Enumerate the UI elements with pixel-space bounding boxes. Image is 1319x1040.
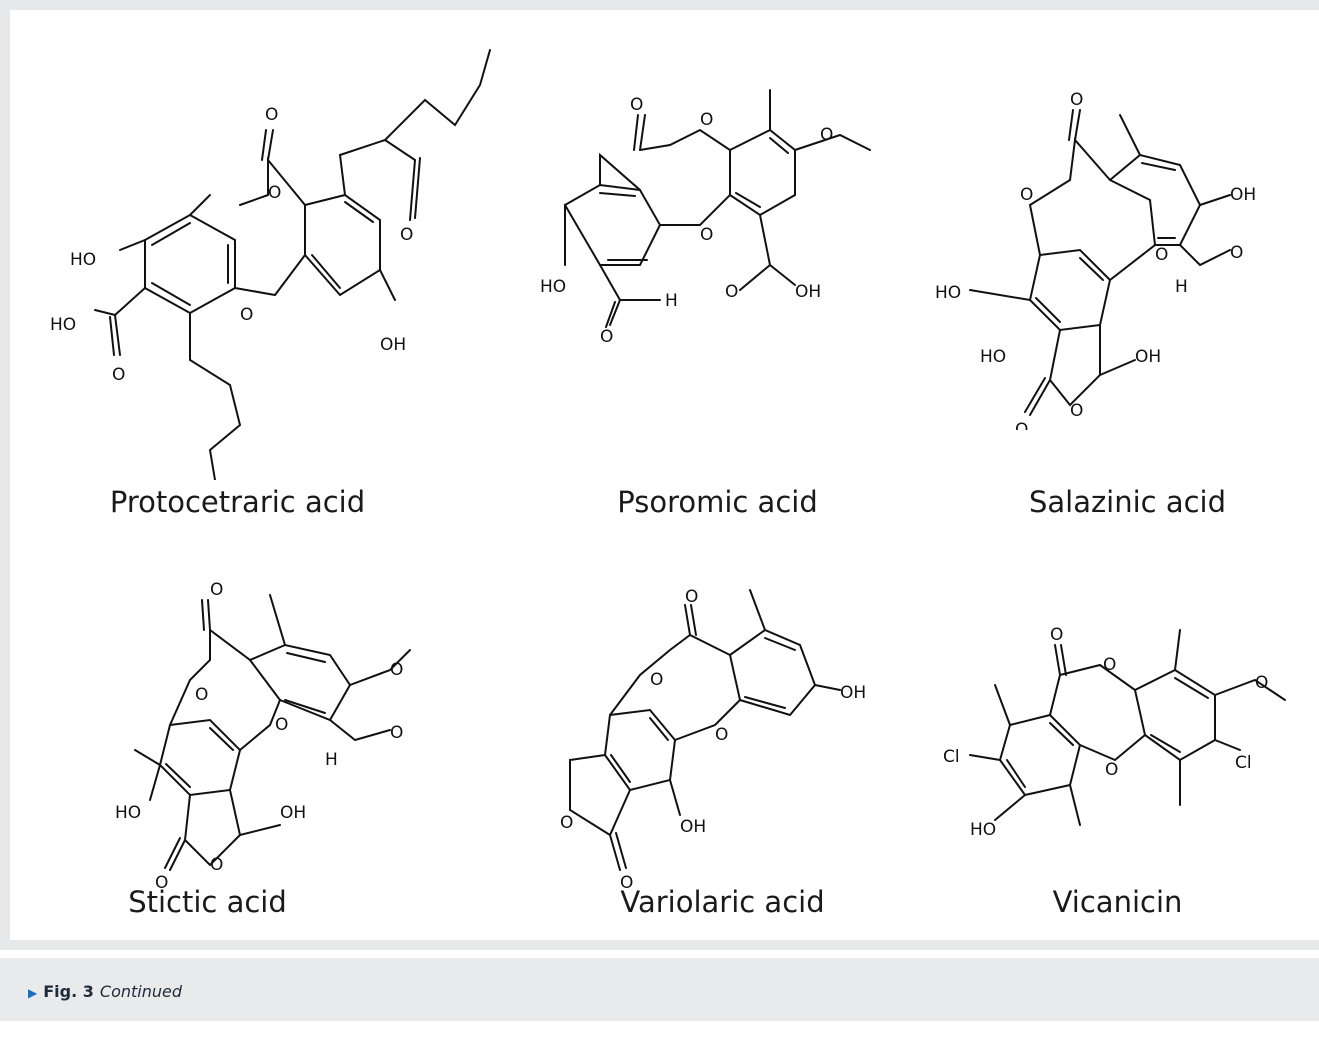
compound-label: Protocetraric acid bbox=[109, 485, 366, 519]
atom-o: O bbox=[620, 873, 633, 890]
atom-h: H bbox=[1175, 277, 1188, 297]
atom-ho: HO bbox=[935, 283, 961, 303]
atom-o: O bbox=[725, 282, 738, 302]
atom-o: O bbox=[1155, 245, 1168, 265]
panel-salazinic-acid: O O O OH O H HO HO OH O O Salazinic acid bbox=[930, 30, 1319, 519]
atom-o: O bbox=[390, 660, 403, 680]
atom-o: O bbox=[1105, 760, 1118, 780]
atom-o: O bbox=[685, 587, 698, 607]
panel-vicanicin: O O O O Cl Cl HO Vicanicin bbox=[925, 610, 1319, 1040]
structure-stictic-acid: O O O O O H HO OH O O bbox=[115, 580, 411, 890]
atom-o: O bbox=[1255, 673, 1268, 693]
compound-label: Stictic acid bbox=[128, 885, 287, 919]
caption-bar: ▶ Fig. 3 Continued bbox=[0, 958, 1319, 1021]
atom-o: O bbox=[600, 327, 613, 347]
atom-o: O bbox=[400, 225, 413, 245]
atom-o: O bbox=[1015, 420, 1028, 430]
atom-o: O bbox=[275, 715, 288, 735]
atom-o: O bbox=[265, 105, 278, 125]
structure-variolaric-acid: O O O OH O OH O bbox=[560, 587, 866, 890]
atom-o: O bbox=[268, 183, 281, 203]
atom-cl: Cl bbox=[943, 747, 960, 767]
atom-o: O bbox=[820, 125, 833, 145]
atom-o: O bbox=[155, 873, 168, 890]
atom-o: O bbox=[650, 670, 663, 690]
atom-o: O bbox=[1070, 401, 1083, 421]
atom-o: O bbox=[112, 365, 125, 385]
compound-label: Variolaric acid bbox=[620, 885, 825, 919]
atom-oh: OH bbox=[380, 335, 406, 355]
structure-psoromic-acid: O O O O HO H O O OH bbox=[540, 89, 871, 347]
panel-psoromic-acid: O O O O HO H O O OH Psoromic acid bbox=[520, 30, 915, 519]
caption-text: Continued bbox=[99, 982, 182, 1001]
compound-label: Salazinic acid bbox=[1028, 485, 1227, 519]
atom-ho: HO bbox=[970, 820, 996, 840]
atom-o: O bbox=[1230, 243, 1243, 263]
atom-o: O bbox=[715, 725, 728, 745]
panel-variolaric-acid: O O O OH O OH O Variolaric acid bbox=[540, 580, 935, 1010]
atom-ho: HO bbox=[540, 277, 566, 297]
atom-o: O bbox=[1020, 185, 1033, 205]
figure-frame: O O O O HO OH HO O Protocetraric acid bbox=[0, 0, 1319, 950]
panel-protocetraric-acid: O O O O HO OH HO O Protocetraric acid bbox=[40, 30, 491, 519]
caption-arrow-icon: ▶ bbox=[28, 986, 38, 1000]
compound-label: Vicanicin bbox=[1052, 885, 1183, 919]
atom-o: O bbox=[700, 110, 713, 130]
atom-o: O bbox=[210, 580, 223, 600]
atom-oh: OH bbox=[1230, 185, 1256, 205]
figure-number: Fig. 3 bbox=[43, 982, 94, 1001]
atom-o: O bbox=[195, 685, 208, 705]
atom-o: O bbox=[210, 855, 223, 875]
atom-o: O bbox=[390, 723, 403, 743]
figure-canvas: O O O O HO OH HO O Protocetraric acid bbox=[10, 10, 1319, 940]
atom-ho: HO bbox=[50, 315, 76, 335]
structure-protocetraric-acid: O O O O HO OH HO O bbox=[50, 49, 491, 480]
structure-salazinic-acid: O O O OH O H HO HO OH O O bbox=[935, 90, 1256, 430]
atom-o: O bbox=[560, 813, 573, 833]
atom-ho: HO bbox=[115, 803, 141, 823]
atom-ho: HO bbox=[70, 250, 96, 270]
figure-caption: ▶ Fig. 3 Continued bbox=[28, 982, 182, 1001]
atom-o: O bbox=[1050, 625, 1063, 645]
atom-cl: Cl bbox=[1235, 753, 1252, 773]
compound-label: Psoromic acid bbox=[617, 485, 818, 519]
atom-ho: HO bbox=[980, 347, 1006, 367]
atom-oh: OH bbox=[840, 683, 866, 703]
structure-vicanicin: O O O O Cl Cl HO bbox=[943, 625, 1286, 840]
atom-o: O bbox=[630, 95, 643, 115]
atom-o: O bbox=[240, 305, 253, 325]
atom-o: O bbox=[1070, 90, 1083, 110]
atom-oh: OH bbox=[280, 803, 306, 823]
atom-o: O bbox=[1103, 655, 1116, 675]
atom-oh: OH bbox=[1135, 347, 1161, 367]
atom-oh: OH bbox=[795, 282, 821, 302]
atom-h: H bbox=[665, 291, 678, 311]
panel-stictic-acid: O O O O O H HO OH O O Stictic acid bbox=[70, 570, 465, 1000]
atom-o: O bbox=[700, 225, 713, 245]
atom-h: H bbox=[325, 750, 338, 770]
atom-oh: OH bbox=[680, 817, 706, 837]
